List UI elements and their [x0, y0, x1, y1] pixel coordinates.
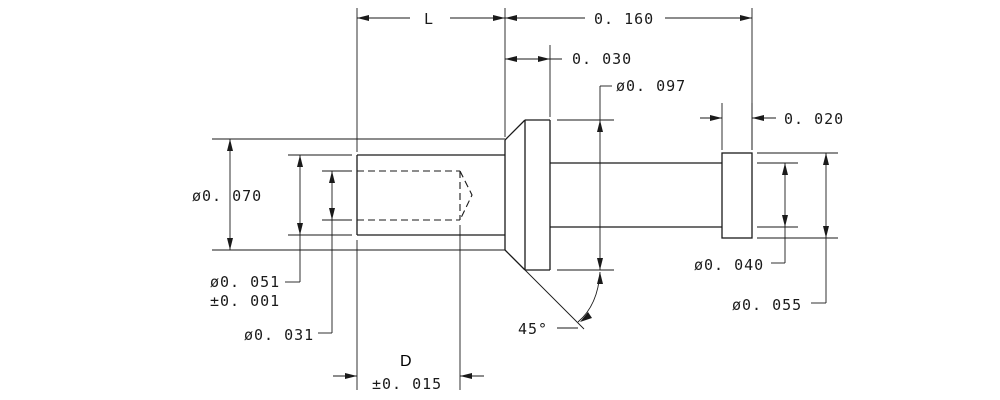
dimension-length-l: L [356, 8, 506, 152]
dimension-overall-length: 0. 160 [505, 8, 753, 150]
depth-tolerance-label: ±0. 015 [372, 375, 442, 393]
dimension-flange-diameter: ø0. 097 [557, 77, 686, 271]
inner-diameter-label: ø0. 031 [244, 326, 314, 344]
tail-diameter-label: ø0. 055 [732, 296, 802, 314]
dimension-inner-diameter: ø0. 031 [244, 170, 352, 344]
groove-diameter-label: ø0. 040 [694, 256, 764, 274]
hidden-bore [357, 170, 473, 221]
dimension-chamfer-angle: 45° [518, 269, 603, 338]
groove-width-label: 0. 020 [784, 110, 844, 128]
body-diameter-label: ø0. 070 [192, 187, 262, 205]
length-label: L [424, 10, 434, 28]
dimension-groove-width: 0. 020 [700, 103, 844, 150]
flange-thickness-label: 0. 030 [572, 50, 632, 68]
depth-label: D [400, 353, 412, 370]
flange-diameter-label: ø0. 097 [616, 77, 686, 95]
part-outline [356, 119, 753, 271]
overall-length-label: 0. 160 [594, 10, 654, 28]
dimension-flange-thickness: 0. 030 [505, 45, 632, 117]
dimension-groove-diameter: ø0. 040 [694, 162, 798, 274]
bore-tolerance-label: ±0. 001 [210, 292, 280, 310]
dimension-tail-diameter: ø0. 055 [732, 152, 838, 314]
chamfer-angle-label: 45° [518, 320, 548, 338]
bore-diameter-label: ø0. 051 [210, 273, 280, 291]
dimension-body-diameter: ø0. 070 [192, 138, 505, 251]
dimension-bore-diameter: ø0. 051 ±0. 001 [210, 154, 352, 310]
dimension-depth: D ±0. 015 [333, 225, 484, 393]
